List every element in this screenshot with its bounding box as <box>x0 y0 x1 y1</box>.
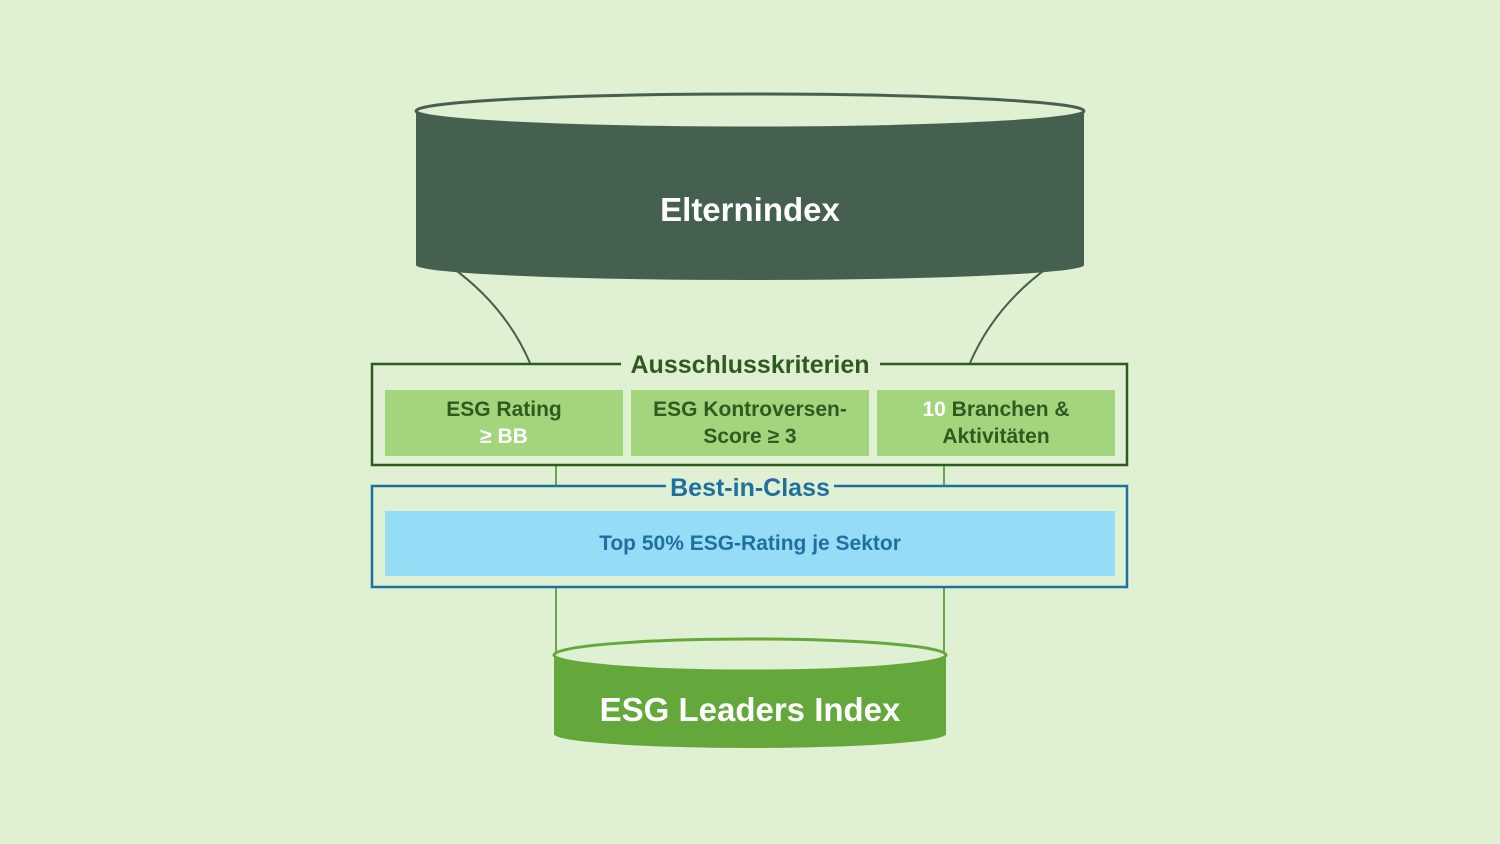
connector-right-curve <box>969 265 1051 364</box>
criterion-industries-line1-text: Branchen & <box>945 398 1070 421</box>
criterion-esg-rating-line2: ≥ BB <box>480 425 528 448</box>
connector-left-curve <box>449 265 531 364</box>
criterion-controversy-line1: ESG Kontroversen- <box>653 398 847 421</box>
leaders-index-label: ESG Leaders Index <box>599 691 901 728</box>
criterion-controversy-line2: Score ≥ 3 <box>703 425 797 448</box>
parent-index-label: Elternindex <box>660 191 840 228</box>
exclusion-title: Ausschlusskriterien <box>372 348 1128 382</box>
parent-index-cylinder <box>414 92 1086 280</box>
criterion-industries-count: 10 <box>922 398 946 421</box>
exclusion-title-text: Ausschlusskriterien <box>620 350 880 380</box>
best-in-class-title-text: Best-in-Class <box>666 473 834 503</box>
criterion-controversy-score: ESG Kontroversen- Score ≥ 3 <box>631 390 869 456</box>
criterion-industries-line2: Aktivitäten <box>942 425 1050 448</box>
criterion-industries: 10 Branchen & Aktivitäten <box>877 390 1115 456</box>
best-in-class-title: Best-in-Class <box>372 471 1128 505</box>
criterion-industries-line1: 10 Branchen & <box>922 396 1069 423</box>
best-in-class-rule: Top 50% ESG-Rating je Sektor <box>385 511 1115 576</box>
criterion-esg-rating-line1: ESG Rating <box>446 398 562 421</box>
criterion-esg-rating: ESG Rating ≥ BB <box>385 390 623 456</box>
leaders-index-cylinder <box>552 637 948 748</box>
